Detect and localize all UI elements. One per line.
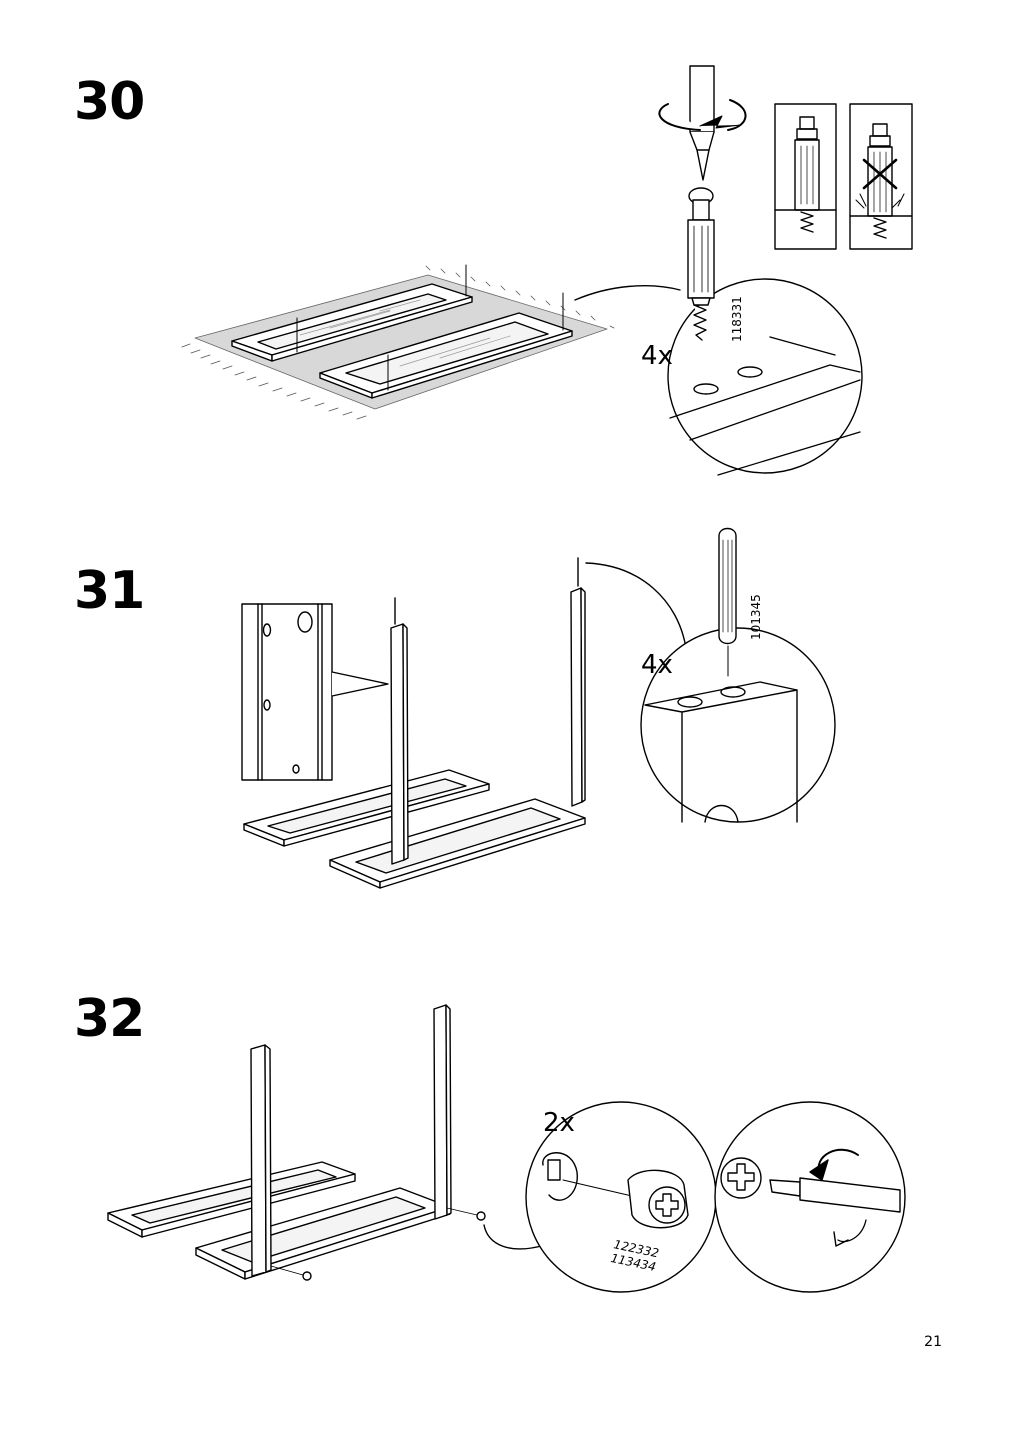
quantity-label: 2x xyxy=(543,1108,575,1138)
cam-dowel-icon xyxy=(687,187,715,341)
step-32-illustration xyxy=(107,1004,906,1293)
side-upright xyxy=(570,557,586,807)
page-number: 21 xyxy=(924,1334,942,1350)
panel xyxy=(107,1161,356,1238)
part-number: 118331 xyxy=(730,296,744,342)
callout-leader xyxy=(483,1224,546,1250)
part-number: 101345 xyxy=(749,594,763,640)
step-30-illustration xyxy=(181,65,913,476)
side-upright xyxy=(390,597,409,865)
detail-callout xyxy=(714,1101,906,1293)
correct-usage-box xyxy=(774,103,837,250)
panel xyxy=(243,769,490,847)
callout-leader xyxy=(585,562,687,649)
callout-leader xyxy=(574,284,681,301)
detail-zoom-box xyxy=(241,603,389,781)
step-number: 32 xyxy=(74,989,145,1049)
incorrect-usage-box xyxy=(849,103,913,250)
detail-callout xyxy=(667,278,863,476)
screwdriver-icon xyxy=(769,1177,901,1213)
panel xyxy=(319,292,573,399)
step-number: 30 xyxy=(74,72,145,132)
side-upright xyxy=(250,1044,272,1277)
wooden-dowel-icon xyxy=(718,527,737,677)
quantity-label: 4x xyxy=(641,650,673,680)
panel xyxy=(231,264,473,362)
cam-lock-icon xyxy=(270,1207,486,1281)
step-31-illustration xyxy=(241,527,836,889)
detail-callout xyxy=(640,627,836,823)
quantity-label: 4x xyxy=(641,341,673,371)
screwdriver-icon xyxy=(658,65,747,181)
detail-callout xyxy=(525,1101,717,1293)
side-upright xyxy=(433,1004,452,1220)
rug xyxy=(181,265,615,420)
step-number: 31 xyxy=(74,561,145,621)
